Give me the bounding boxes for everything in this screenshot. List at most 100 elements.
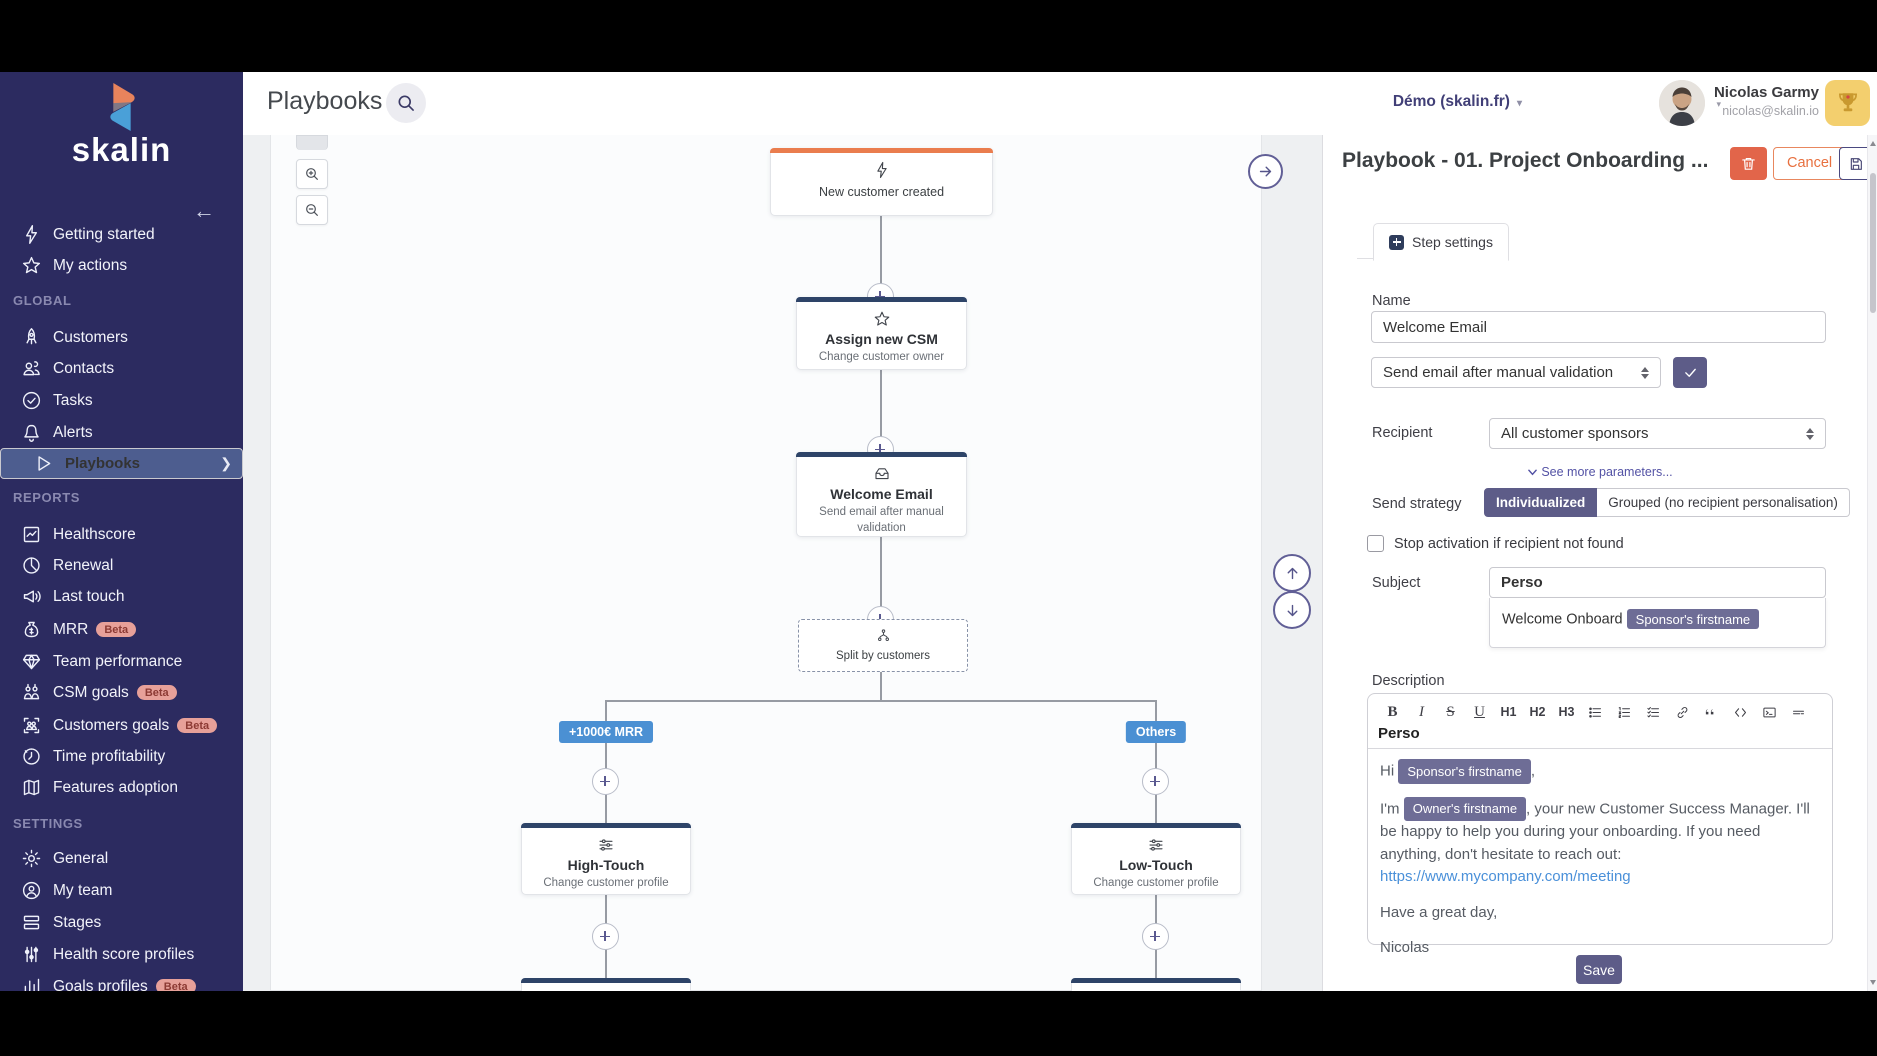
add-step-button[interactable]: [1142, 923, 1169, 950]
search-button[interactable]: [386, 83, 426, 123]
sidebar-item-renewal[interactable]: Renewal: [0, 550, 243, 581]
h3-button[interactable]: H3: [1558, 705, 1575, 719]
action-type-select[interactable]: Send email after manual validation: [1371, 357, 1661, 388]
tab-step-settings[interactable]: Step settings: [1373, 223, 1509, 261]
sponsor-firstname-tag[interactable]: Sponsor's firstname: [1398, 759, 1531, 784]
sidebar-collapse-icon[interactable]: ←: [193, 198, 215, 223]
owner-firstname-tag[interactable]: Owner's firstname: [1403, 796, 1527, 821]
sidebar-item-my-actions[interactable]: My actions: [0, 250, 243, 281]
flow-node-partial[interactable]: [521, 978, 691, 991]
flow-node-trigger[interactable]: New customer created: [770, 148, 993, 216]
canvas-tool-partial-button[interactable]: [296, 135, 328, 150]
connector: [880, 216, 882, 297]
branch-condition-left[interactable]: +1000€ MRR: [559, 721, 653, 743]
zoom-out-button[interactable]: [296, 195, 328, 225]
sidebar-item-tasks[interactable]: Tasks: [0, 385, 243, 416]
skalin-logo[interactable]: skalin: [0, 82, 243, 169]
editor-first-line[interactable]: Perso: [1378, 725, 1420, 742]
zoom-in-button[interactable]: [296, 159, 328, 189]
code-button[interactable]: [1726, 701, 1755, 723]
zoom-in-icon: [306, 168, 318, 180]
confirm-action-button[interactable]: [1673, 357, 1707, 388]
node-accent-bar: [796, 452, 967, 457]
lightning-icon: [20, 224, 42, 246]
strikethrough-button[interactable]: S: [1446, 703, 1455, 720]
bullet-list-button[interactable]: [1581, 701, 1610, 723]
sidebar-item-team-performance[interactable]: Team performance: [0, 646, 243, 677]
sidebar-item-goals-profiles[interactable]: Goals profiles Beta: [0, 971, 243, 991]
add-step-button[interactable]: [1142, 768, 1169, 795]
flow-node-welcome-email[interactable]: Welcome Email Send email after manual va…: [796, 452, 967, 537]
user-info[interactable]: Nicolas Garmy nicolas@skalin.io: [1689, 84, 1819, 118]
editor-paragraph: I'm Owner's firstname, your new Customer…: [1380, 796, 1820, 889]
caret-down-icon[interactable]: ▾: [1716, 99, 1721, 109]
playbook-canvas[interactable]: New customer created Assign new CSM Chan…: [243, 135, 1322, 991]
subject-suggestion-dropdown[interactable]: Welcome Onboard Sponsor's firstname: [1489, 598, 1826, 648]
sidebar-item-general[interactable]: General: [0, 843, 243, 874]
sidebar-item-customers-goals[interactable]: Customers goals Beta: [0, 710, 243, 741]
recipient-select[interactable]: All customer sponsors: [1489, 418, 1826, 449]
sidebar-item-features-adoption[interactable]: Features adoption: [0, 772, 243, 803]
sidebar-item-last-touch[interactable]: Last touch: [0, 581, 243, 612]
add-step-button[interactable]: [592, 923, 619, 950]
sidebar-item-mrr[interactable]: MRR Beta: [0, 614, 243, 645]
sidebar-item-health-score-profiles[interactable]: Health score profiles: [0, 939, 243, 970]
top-header: Playbooks Démo (skalin.fr)▾ ▾ Nicolas Ga…: [243, 72, 1877, 136]
code-block-button[interactable]: [1755, 701, 1784, 723]
flow-node-low-touch[interactable]: Low-Touch Change customer profile: [1071, 823, 1241, 895]
sidebar-item-stages[interactable]: Stages: [0, 907, 243, 938]
horizontal-rule-button[interactable]: [1784, 701, 1813, 723]
collapse-panel-button[interactable]: [1248, 154, 1283, 189]
sidebar-item-getting-started[interactable]: Getting started: [0, 219, 243, 250]
h2-button[interactable]: H2: [1529, 705, 1546, 719]
flow-node-assign-csm[interactable]: Assign new CSM Change customer owner: [796, 297, 967, 370]
scroll-up-button[interactable]: [1273, 554, 1311, 592]
check-list-button[interactable]: [1639, 701, 1668, 723]
save-button[interactable]: Save: [1576, 955, 1622, 984]
sidebar-item-alerts[interactable]: Alerts: [0, 417, 243, 448]
node-subtitle: Send email after manual validation: [819, 506, 944, 534]
subject-input[interactable]: [1489, 567, 1826, 598]
ordered-list-button[interactable]: [1610, 701, 1639, 723]
scroll-down-button[interactable]: [1273, 591, 1311, 629]
add-step-button[interactable]: [592, 768, 619, 795]
scrollbar-thumb[interactable]: [1869, 173, 1876, 313]
cancel-button[interactable]: Cancel: [1773, 147, 1847, 180]
sidebar-item-customers[interactable]: Customers: [0, 322, 243, 353]
meeting-link[interactable]: https://www.mycompany.com/meeting: [1380, 868, 1631, 885]
underline-button[interactable]: U: [1474, 703, 1485, 720]
skalin-logo-icon: [109, 82, 135, 132]
panel-scrollbar[interactable]: [1867, 135, 1877, 991]
stop-activation-checkbox[interactable]: [1367, 535, 1384, 552]
sidebar-item-contacts[interactable]: Contacts: [0, 353, 243, 384]
see-more-parameters-link[interactable]: See more parameters...: [1323, 465, 1877, 479]
h1-button[interactable]: H1: [1500, 705, 1517, 719]
flow-node-high-touch[interactable]: High-Touch Change customer profile: [521, 823, 691, 895]
blockquote-button[interactable]: [1697, 701, 1726, 723]
scrollbar-up-arrow[interactable]: [1870, 141, 1876, 146]
branch-condition-right[interactable]: Others: [1125, 721, 1187, 743]
flow-node-partial[interactable]: [1071, 978, 1241, 991]
star-icon: [20, 255, 42, 277]
node-title: New customer created: [818, 185, 945, 199]
name-input[interactable]: [1371, 311, 1826, 343]
sidebar-item-playbooks[interactable]: Playbooks ❯: [0, 448, 243, 479]
workspace-selector[interactable]: Démo (skalin.fr)▾: [1393, 93, 1522, 111]
strategy-individualized-button[interactable]: Individualized: [1484, 488, 1598, 517]
strategy-grouped-button[interactable]: Grouped (no recipient personalisation): [1597, 488, 1850, 517]
save-icon-button[interactable]: [1839, 147, 1872, 180]
italic-button[interactable]: I: [1419, 703, 1424, 720]
bold-button[interactable]: B: [1387, 703, 1398, 720]
scrollbar-down-arrow[interactable]: [1870, 980, 1876, 985]
flow-node-split[interactable]: Split by customers: [798, 619, 968, 672]
user-avatar[interactable]: [1659, 80, 1705, 126]
sidebar-item-time-profitability[interactable]: Time profitability: [0, 741, 243, 772]
rewards-badge[interactable]: [1825, 80, 1870, 126]
delete-step-button[interactable]: [1730, 147, 1767, 180]
editor-body[interactable]: Hi Sponsor's firstname, I'm Owner's firs…: [1368, 749, 1832, 983]
sidebar-item-csm-goals[interactable]: CSM goals Beta: [0, 677, 243, 708]
sidebar-item-my-team[interactable]: My team: [0, 875, 243, 906]
sidebar-item-healthscore[interactable]: Healthscore: [0, 519, 243, 550]
sponsor-firstname-tag[interactable]: Sponsor's firstname: [1626, 609, 1760, 629]
link-button[interactable]: [1668, 701, 1697, 723]
